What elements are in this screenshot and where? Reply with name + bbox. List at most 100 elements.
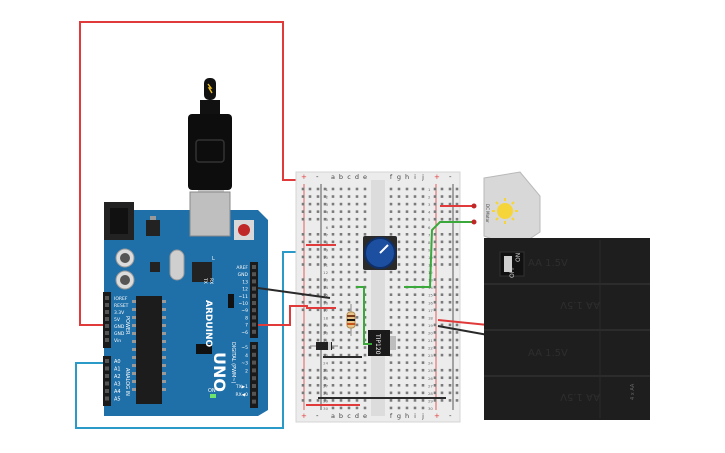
digital-pin-label: AREF bbox=[236, 265, 248, 271]
power-pin-label: GND bbox=[114, 324, 125, 330]
wire-red-5v[interactable] bbox=[79, 21, 304, 326]
digital-pin-label: 4 bbox=[245, 353, 248, 359]
rail-plus-top-left: + bbox=[301, 173, 307, 181]
row-label-left: 10 bbox=[323, 255, 328, 260]
wire-green-pot[interactable] bbox=[356, 286, 372, 345]
row-label-right: 4 bbox=[428, 210, 431, 215]
column-label-top: b bbox=[339, 173, 343, 181]
digital-pin-label: ~10 bbox=[239, 301, 249, 307]
on-led-label: ON bbox=[208, 388, 216, 394]
row-label-left: 18 bbox=[323, 315, 328, 320]
power-pin-label: GND bbox=[114, 331, 125, 337]
column-label-top: f bbox=[390, 173, 393, 181]
wire-green-motor[interactable] bbox=[404, 221, 474, 288]
digital-pin-label: 13 bbox=[242, 279, 248, 285]
row-label-right: 8 bbox=[428, 240, 431, 245]
wires-front bbox=[257, 203, 489, 406]
wire-red-battery[interactable] bbox=[437, 319, 489, 326]
power-pin-label: Vin bbox=[114, 338, 121, 344]
row-label-right: 2 bbox=[428, 195, 431, 200]
row-label-left: 6 bbox=[326, 225, 329, 230]
analog-pin-label: A5 bbox=[114, 397, 121, 403]
analog-pin-label: A2 bbox=[114, 374, 121, 380]
arduino-uno[interactable]: ARDUINO UNO DIGITAL (PWM~) POWER ANALOG … bbox=[103, 78, 268, 416]
potentiometer[interactable] bbox=[363, 236, 397, 270]
row-label-right: 6 bbox=[428, 225, 431, 230]
tip120-transistor[interactable]: TIP120 bbox=[368, 330, 396, 356]
resistor[interactable] bbox=[346, 304, 356, 336]
digital-pin-label: 7 bbox=[245, 323, 248, 329]
digital-pin-label: ~5 bbox=[241, 345, 248, 351]
column-label-bottom: h bbox=[405, 412, 409, 420]
analog-pin-label: A0 bbox=[114, 359, 121, 365]
row-label-left: 16 bbox=[323, 300, 328, 305]
wire-black-gnd[interactable] bbox=[257, 287, 331, 299]
row-label-right: 23 bbox=[428, 353, 433, 358]
row-label-right: 7 bbox=[428, 232, 431, 237]
column-label-bottom: b bbox=[339, 412, 343, 420]
battery-cell-1-label: AA 1.5V bbox=[528, 258, 568, 269]
column-label-top: c bbox=[347, 173, 351, 181]
usb-port bbox=[189, 191, 231, 237]
column-label-top: a bbox=[331, 173, 335, 181]
wire-black-battery[interactable] bbox=[437, 325, 489, 336]
digital-pin-label: 2 bbox=[245, 368, 248, 374]
motor-label: DC Motor bbox=[485, 204, 490, 223]
row-label-left: 2 bbox=[326, 195, 329, 200]
row-label-left: 19 bbox=[323, 323, 328, 328]
reset-button[interactable] bbox=[234, 220, 254, 240]
row-label-left: 28 bbox=[323, 391, 328, 396]
row-label-left: 5 bbox=[326, 217, 329, 222]
row-label-left: 8 bbox=[326, 240, 329, 245]
row-label-right: 25 bbox=[428, 368, 433, 373]
diode[interactable] bbox=[310, 342, 338, 350]
dc-motor[interactable]: DC Motor bbox=[483, 171, 541, 249]
analog-pin-label: A4 bbox=[114, 389, 121, 395]
digital-header-upper bbox=[250, 262, 258, 338]
analog-pin-label: A3 bbox=[114, 382, 121, 388]
column-label-bottom: d bbox=[355, 412, 359, 420]
digital-pin-label: 12 bbox=[242, 287, 248, 293]
rail-minus-top-right: - bbox=[449, 173, 452, 181]
rail-minus-top-left: - bbox=[316, 173, 319, 181]
rail-minus-bottom-right: - bbox=[449, 412, 452, 420]
row-label-right: 18 bbox=[428, 315, 433, 320]
row-label-right: 15 bbox=[428, 293, 433, 298]
l-label: L bbox=[212, 256, 215, 262]
power-header-label: POWER bbox=[124, 316, 130, 335]
column-label-bottom: c bbox=[347, 412, 351, 420]
battery-pack[interactable]: OFF ON AA 1.5V AA 1.5V AA 1.5V AA 1.5V 4… bbox=[484, 238, 650, 420]
column-label-top: e bbox=[363, 173, 367, 181]
on-led bbox=[210, 394, 216, 398]
digital-header-label: DIGITAL (PWM~) bbox=[230, 342, 236, 384]
battery-switch[interactable]: OFF ON bbox=[499, 251, 525, 278]
row-label-right: 29 bbox=[428, 398, 433, 403]
column-label-top: g bbox=[397, 173, 401, 181]
row-label-right: 5 bbox=[428, 217, 431, 222]
row-label-right: 17 bbox=[428, 308, 433, 313]
column-label-top: i bbox=[414, 173, 416, 181]
row-label-left: 1 bbox=[326, 187, 329, 192]
row-label-left: 27 bbox=[323, 383, 328, 388]
row-label-right: 19 bbox=[428, 323, 433, 328]
row-label-right: 20 bbox=[428, 330, 433, 335]
column-label-top: h bbox=[405, 173, 409, 181]
column-label-bottom: j bbox=[421, 412, 424, 420]
switch-on-label: ON bbox=[515, 253, 522, 262]
column-label-bottom: g bbox=[397, 412, 401, 420]
capacitors bbox=[115, 248, 135, 290]
row-label-left: 29 bbox=[323, 398, 328, 403]
row-label-right: 9 bbox=[428, 247, 431, 252]
digital-pin-label: 8 bbox=[245, 315, 248, 321]
rail-plus-bottom-right: + bbox=[434, 412, 440, 420]
rail-plus-top-right: + bbox=[434, 173, 440, 181]
battery-pack-label: 4 x AA bbox=[630, 383, 636, 400]
row-label-right: 24 bbox=[428, 361, 433, 366]
wire-blue-a0[interactable] bbox=[75, 251, 330, 429]
rx-label: RX bbox=[208, 278, 214, 284]
row-label-left: 3 bbox=[326, 202, 329, 207]
wire-red-d9[interactable] bbox=[258, 305, 308, 326]
